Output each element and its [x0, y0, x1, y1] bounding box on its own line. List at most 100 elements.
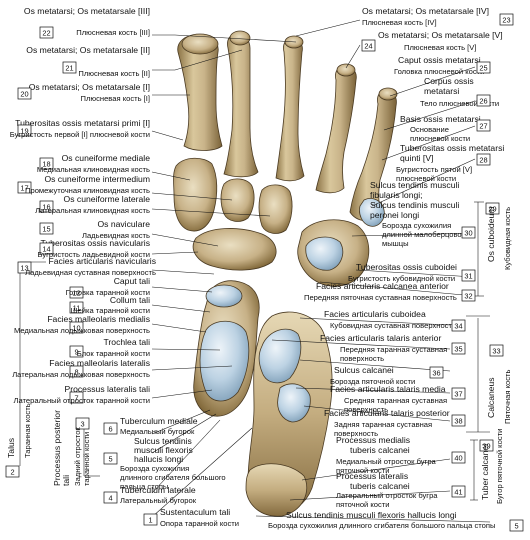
- label-19-russian: Бугристость первой [I] плюсневой кости: [10, 130, 150, 139]
- label-3-latin: Processus posterior tali: [52, 408, 71, 486]
- label-9-number: 9: [74, 348, 78, 357]
- calcaneus-bone: [245, 311, 333, 517]
- label-6-russian: Медиальный бугорок: [120, 427, 195, 436]
- label-24-number: 24: [364, 42, 372, 51]
- label-16-number: 16: [42, 203, 50, 212]
- label-15-latin: Os naviculare: [97, 219, 150, 229]
- label-22-russian: Плюсневая кость [III]: [76, 28, 150, 37]
- label-27-latin: Basis ossis metatarsi: [400, 114, 481, 124]
- label-22-number: 22: [42, 29, 50, 38]
- label-28: Tuberositas ossis metatarsi quinti [V] Б…: [396, 143, 504, 183]
- label-20-latin: Os metatarsi; Os metatarsale [I]: [29, 82, 150, 92]
- label-25: Caput ossis metatarsi Головка плюсневой …: [394, 55, 491, 76]
- label-40-latin: Processus medialis tuberis calcanei: [336, 435, 412, 455]
- label-15-russian: Ладьевидная кость: [82, 231, 150, 240]
- label-13: Facies articularis navicularis 13 Ладьев…: [17, 256, 156, 277]
- label-37: Facies articularis talaris media Средняя…: [330, 384, 466, 414]
- label-3: 3 Processus posterior tali Задний отрост…: [52, 408, 91, 486]
- label-32: Facies articularis calcanea anterior Пер…: [304, 281, 476, 302]
- label-6: 6 Tuberculum mediale Медиальный бугорок: [103, 416, 198, 436]
- label-7-number: 7: [74, 394, 78, 403]
- label-23-latin: Os metatarsi; Os metatarsale [IV]: [362, 6, 489, 16]
- label-27: Basis ossis metatarsi Основание плюснево…: [400, 114, 491, 143]
- label-35: Facies articularis talaris anterior Пере…: [320, 333, 466, 363]
- label-18-russian: Медиальная клиновидная кость: [37, 165, 150, 174]
- label-18-number: 18: [42, 160, 50, 169]
- talus-bone: [193, 280, 260, 417]
- label-38-russian: Задняя таранная суставная поверхность: [334, 420, 434, 438]
- label-26-number: 26: [479, 97, 487, 106]
- label-16: Os cuneiforme laterale 16 Латеральная кл…: [35, 194, 150, 215]
- label-6-latin: Tuberculum mediale: [120, 416, 198, 426]
- label-5-russian: Борозда сухожилия длинного сгибателя бол…: [120, 464, 228, 491]
- label-23: Os metatarsi; Os metatarsale [IV] Плюсне…: [362, 6, 514, 27]
- label-4-russian: Латеральный бугорок: [120, 496, 197, 505]
- label-11-russian: Шейка таранной кости: [71, 306, 150, 315]
- label-34-russian: Кубовидная суставная поверхность: [330, 321, 456, 330]
- metatarsal-4-bone: [315, 63, 357, 194]
- label-12-latin: Caput tali: [114, 276, 150, 286]
- label-39-russian: Бугор пяточной кости: [495, 429, 504, 504]
- label-9-russian: Блок таранной кости: [77, 349, 150, 358]
- label-15-number: 15: [42, 225, 50, 234]
- label-11-latin: Collum tali: [110, 295, 150, 305]
- label-29-number: 29: [488, 205, 496, 214]
- label-5: 5 Sulcus tendinis musculi flexoris hallu…: [103, 436, 228, 491]
- label-11-number: 11: [73, 304, 81, 313]
- label-17: Os cuneiforme intermedium 17 Промежуточн…: [17, 174, 150, 195]
- label-33: 33 Calcaneus Пяточная кость: [486, 344, 512, 424]
- label-39-latin: Tuber calcanei: [480, 444, 490, 500]
- label-31-russian: Бугристость кубовидной кости: [348, 274, 455, 283]
- label-9: Trochlea tali 9 Блок таранной кости: [69, 337, 150, 358]
- label-10-number: 10: [72, 324, 80, 333]
- label-25-number: 25: [479, 64, 487, 73]
- label-7-russian: Латеральный отросток таранной кости: [14, 396, 151, 405]
- label-30-number: 30: [464, 229, 472, 238]
- label-31: Tuberositas ossis cuboidei Бугристость к…: [348, 262, 476, 283]
- label-5-bottom-number: 5: [514, 522, 518, 531]
- label-5-latin: Sulcus tendinis musculi flexoris halluci…: [134, 436, 195, 464]
- label-12: Caput tali 12 Головка таранной кости: [66, 276, 150, 299]
- metatarsal-1-bone: [177, 33, 223, 151]
- label-38-latin: Facies articularis talaris posterior: [324, 408, 450, 418]
- label-2-russian: Таранная кость: [23, 403, 32, 458]
- label-13-number: 13: [20, 264, 28, 273]
- label-40-number: 40: [454, 454, 462, 463]
- label-17-latin: Os cuneiforme intermedium: [44, 174, 150, 184]
- label-41-russian: Латеральный отросток бугра пяточной кост…: [336, 491, 440, 509]
- label-25-russian: Головка плюсневой кости: [394, 67, 484, 76]
- label-37-latin: Facies articularis talaris media: [330, 384, 446, 394]
- label-25-latin: Caput ossis metatarsi: [398, 55, 481, 65]
- label-8: Facies malleolaris lateralis 8 Латеральн…: [12, 358, 150, 379]
- label-29: 29 Os cuboideum Кубовидная кость: [485, 202, 512, 270]
- label-6-number: 6: [108, 425, 112, 434]
- label-22: Os metatarsi; Os metatarsale [III] 22 Пл…: [24, 6, 150, 39]
- label-24: 24 Os metatarsi; Os metatarsale [V] Плюс…: [361, 30, 503, 52]
- metatarsal-3-bone: [275, 35, 305, 182]
- label-41: Processus lateralis tuberis calcanei Лат…: [336, 471, 466, 509]
- label-35-number: 35: [454, 345, 462, 354]
- label-18: Os cuneiforme mediale 18 Медиальная клин…: [37, 153, 150, 174]
- label-34: Facies articularis cuboidea Кубовидная с…: [324, 309, 466, 332]
- label-11: Collum tali 11 Шейка таранной кости: [69, 295, 150, 315]
- label-16-russian: Латеральная клиновидная кость: [35, 206, 150, 215]
- label-1: 1 Sustentaculum tali Опора таранной кост…: [143, 507, 239, 528]
- label-41-latin: Processus lateralis tuberis calcanei: [336, 471, 411, 491]
- label-22-latin: Os metatarsi; Os metatarsale [III]: [24, 6, 150, 16]
- label-2-latin: Talus: [6, 438, 16, 458]
- label-13-russian: Ладьевидная суставная поверхность: [25, 268, 156, 277]
- label-29-russian: Кубовидная кость: [503, 207, 512, 270]
- label-31-latin: Tuberositas ossis cuboidei: [356, 262, 457, 272]
- label-32-number: 32: [464, 292, 472, 301]
- label-4-number: 4: [108, 494, 112, 503]
- label-29-latin: Os cuboideum: [486, 207, 496, 262]
- bones-layer: [173, 30, 398, 517]
- label-4: 4 Tuberculum laterale Латеральный бугоро…: [103, 485, 197, 505]
- label-17-number: 17: [20, 184, 28, 193]
- label-5-bottom: Sulcus tendinis musculi flexoris halluci…: [268, 510, 524, 532]
- label-28-russian: Бугристость пятой [V] плюсневой кости: [396, 165, 474, 183]
- label-36-russian: Борозда пяточной кости: [330, 377, 415, 386]
- label-41-number: 41: [454, 488, 462, 497]
- lateral-cuneiform-bone: [258, 184, 293, 234]
